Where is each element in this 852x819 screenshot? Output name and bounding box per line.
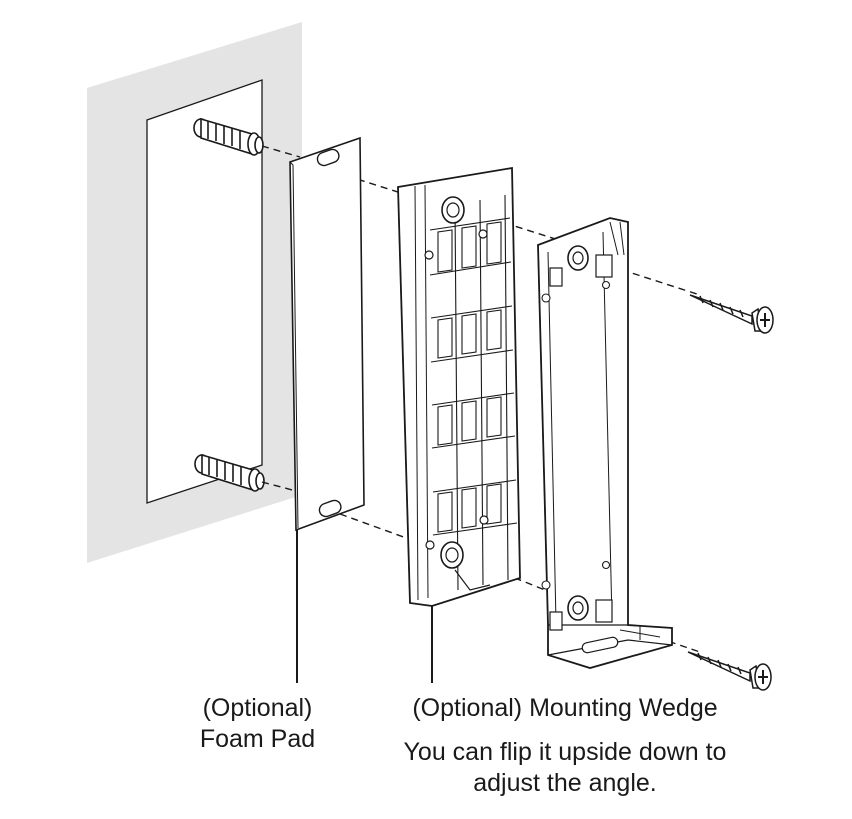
foam-pad-label: (Optional) Foam Pad xyxy=(175,693,340,755)
wall-plate xyxy=(146,79,263,504)
foam-pad-label-line2: Foam Pad xyxy=(199,725,316,753)
switch-device xyxy=(537,217,673,669)
wall-anchor-bottom xyxy=(194,453,265,492)
mounting-wedge xyxy=(397,166,521,607)
screw-top xyxy=(689,294,774,334)
mounting-wedge-note-line1: You can flip it upside down to xyxy=(403,738,727,766)
mounting-wedge-note: You can flip it upside down to adjust th… xyxy=(370,737,760,799)
mounting-wedge-label: (Optional) Mounting Wedge xyxy=(380,693,750,724)
foam-pad-label-line1: (Optional) xyxy=(202,694,313,722)
foam-pad xyxy=(289,136,365,532)
screw-bottom xyxy=(687,651,772,691)
mounting-wedge-note-line2: adjust the angle. xyxy=(473,769,657,797)
mounting-wedge-label-title: (Optional) Mounting Wedge xyxy=(412,694,718,722)
wall-anchor-top xyxy=(193,117,264,156)
